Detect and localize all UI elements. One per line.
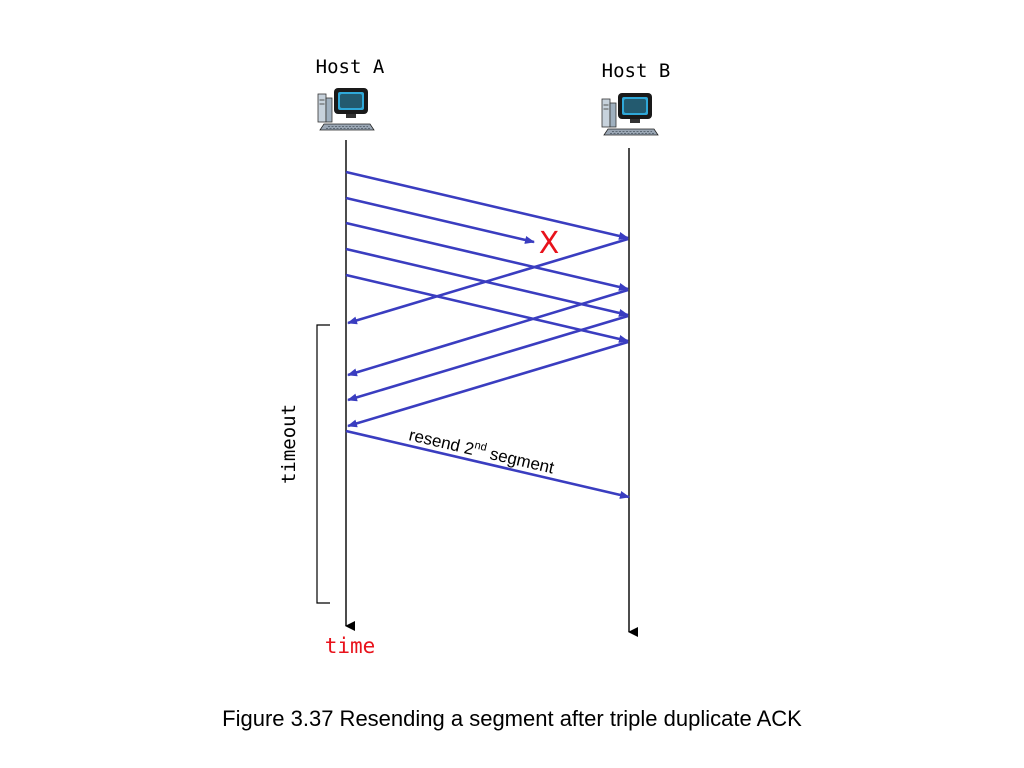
resend-label-superscript: nd — [473, 439, 488, 453]
desktop-computer-icon — [601, 92, 659, 136]
host-b-label: Host B — [602, 60, 671, 82]
segment-2-arrow-lost — [345, 196, 535, 244]
segment-1-arrow — [345, 170, 629, 240]
timeout-bracket — [316, 324, 330, 604]
duplicate-ack-1-arrow — [347, 288, 629, 377]
segment-5-arrow — [345, 273, 629, 343]
time-label: time — [325, 634, 376, 658]
ack-1-arrow — [347, 237, 629, 325]
timeout-label: timeout — [278, 404, 300, 484]
segment-3-arrow — [345, 221, 629, 291]
host-a-label: Host A — [316, 56, 385, 78]
retransmission-arrow — [345, 429, 630, 499]
loss-marker: X — [539, 226, 560, 261]
duplicate-ack-2-arrow — [347, 314, 629, 402]
desktop-computer-icon — [317, 87, 375, 131]
figure-caption: Figure 3.37 Resending a segment after tr… — [222, 706, 802, 731]
duplicate-ack-3-arrow — [347, 340, 629, 428]
